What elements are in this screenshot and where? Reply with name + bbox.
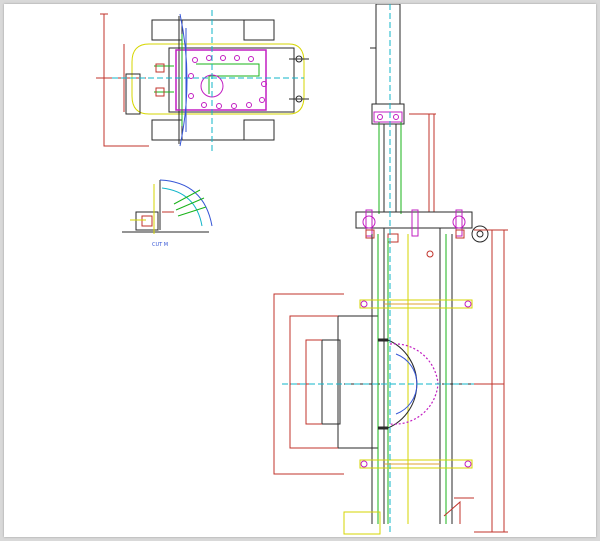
spindle-dimensions bbox=[409, 113, 436, 212]
plan-handwheel-arcs bbox=[179, 13, 188, 147]
orange-accents bbox=[384, 303, 440, 465]
detail-arc-inner bbox=[161, 187, 203, 227]
detail-arc bbox=[159, 179, 213, 227]
plan-red-marks bbox=[155, 63, 165, 97]
spindle-guides bbox=[378, 122, 402, 214]
section-detail: CUT M bbox=[122, 179, 213, 248]
plan-bolt-holes bbox=[188, 55, 267, 109]
elevation-view bbox=[273, 4, 508, 535]
cad-drawing-frame: CUT M bbox=[4, 4, 596, 537]
body-left-dimensions bbox=[273, 293, 344, 475]
plan-view bbox=[96, 10, 309, 154]
detail-yellow-lines bbox=[130, 184, 155, 234]
detail-red-marks bbox=[141, 211, 174, 227]
yoke-bolts bbox=[362, 209, 466, 237]
detail-hatch bbox=[173, 189, 207, 217]
body-right-dimensions bbox=[443, 229, 508, 533]
yoke bbox=[355, 211, 489, 524]
valve-body bbox=[321, 234, 474, 524]
stiffener-bolts bbox=[360, 300, 472, 468]
plan-outer-contour bbox=[131, 43, 305, 115]
cad-drawing: CUT M bbox=[96, 4, 508, 535]
spindle-nut bbox=[373, 111, 403, 123]
plan-dimension-lines bbox=[96, 13, 149, 147]
body-seals bbox=[377, 234, 447, 524]
yoke-red-marks bbox=[365, 229, 465, 258]
plan-flange bbox=[175, 49, 267, 111]
spindle bbox=[370, 4, 405, 212]
plan-centerlines bbox=[112, 10, 304, 154]
detail-outline bbox=[122, 180, 209, 233]
stiffener-bars bbox=[343, 234, 473, 535]
detail-label: CUT M bbox=[152, 242, 168, 248]
body-centerline bbox=[282, 4, 484, 534]
plan-body-outline bbox=[125, 16, 309, 144]
